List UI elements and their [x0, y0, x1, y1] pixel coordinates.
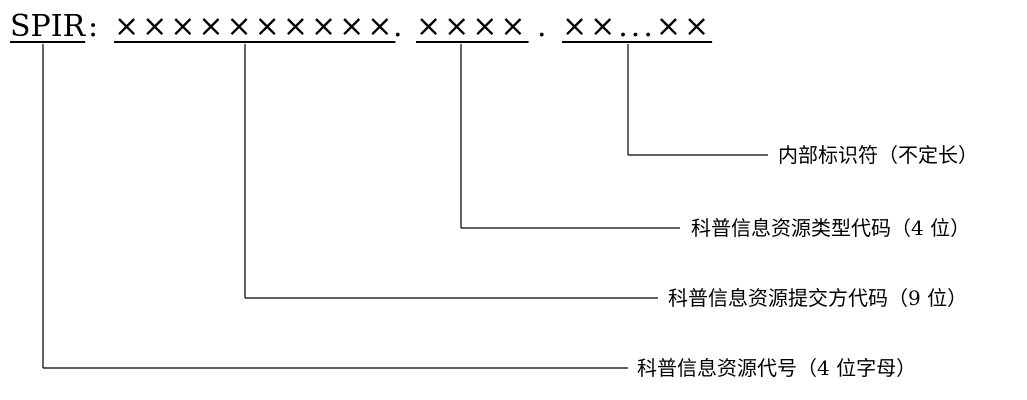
label-type-code: 科普信息资源类型代码（4 位） — [691, 216, 971, 240]
label-resource-code: 科普信息资源代号（4 位字母） — [637, 356, 917, 380]
code-submitter-group: ×××××××××× — [114, 9, 396, 44]
label-internal-id: 内部标识符（不定长） — [778, 143, 978, 167]
code-dot-1: . — [393, 9, 403, 44]
code-colon: : — [88, 9, 99, 44]
code-dot-2: . — [537, 9, 547, 44]
code-prefix: SPIR — [10, 9, 86, 44]
label-submitter-code: 科普信息资源提交方代码（9 位） — [668, 286, 968, 310]
code-type-group: ×××× — [416, 9, 529, 44]
code-internal-group: ××...×× — [562, 9, 713, 44]
